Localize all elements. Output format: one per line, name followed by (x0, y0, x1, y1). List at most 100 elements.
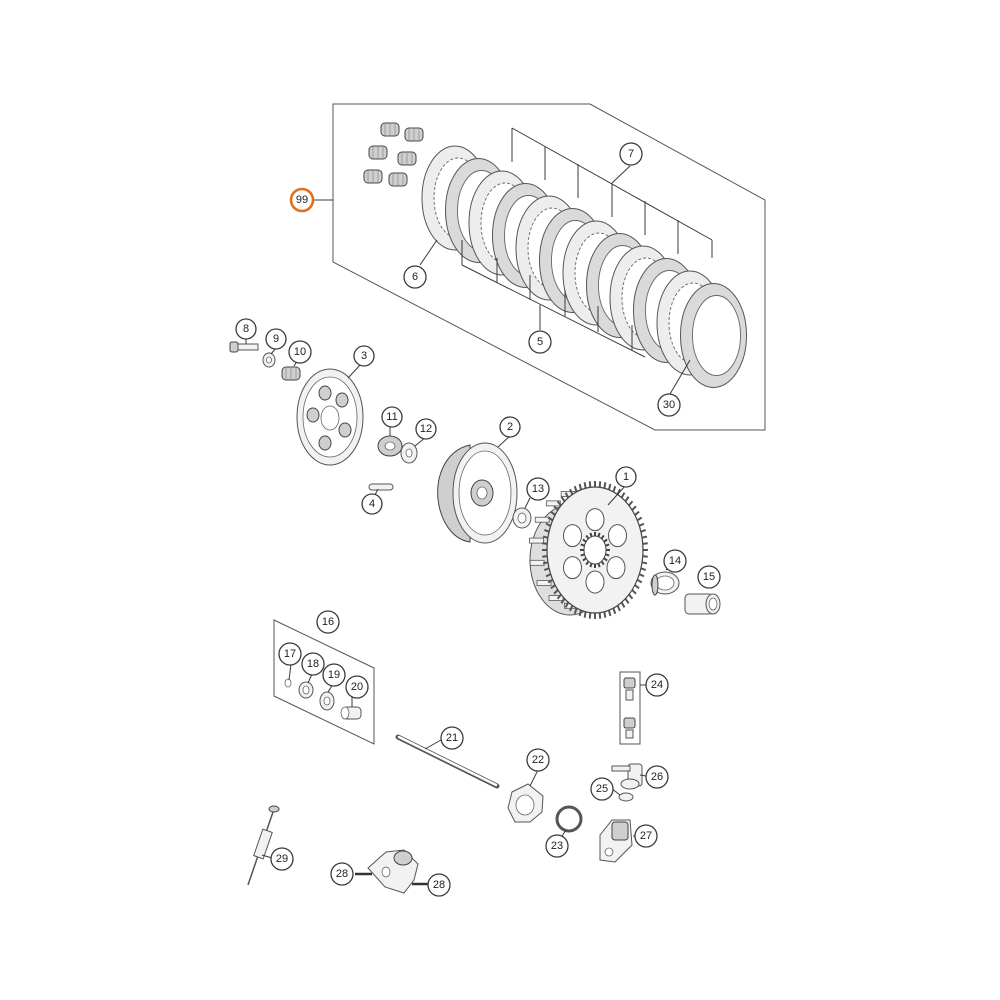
callout-11[interactable]: 11 (381, 406, 403, 428)
gear-hole (563, 524, 582, 548)
callout-7[interactable]: 7 (619, 142, 643, 166)
gear-tooth (612, 485, 617, 493)
gear-tooth (573, 485, 578, 493)
gear-hole (606, 556, 626, 580)
clutch-springs (363, 122, 424, 187)
gear-tooth (642, 555, 648, 558)
gear-tooth (545, 573, 552, 578)
bearing-11 (377, 435, 403, 457)
callout-12[interactable]: 12 (415, 418, 437, 440)
callout-14[interactable]: 14 (663, 549, 687, 573)
gear-tooth (553, 589, 559, 595)
svg-text:12: 12 (420, 423, 432, 435)
callout-5[interactable]: 5 (528, 330, 552, 354)
callout-30[interactable]: 30 (657, 393, 681, 417)
bleeder-kit-24 (619, 671, 641, 745)
svg-text:30: 30 (663, 399, 675, 411)
seal-kit-group (273, 619, 375, 745)
gear-tooth (616, 605, 621, 612)
gear-tooth (569, 488, 574, 495)
callout-1[interactable]: 1 (615, 466, 637, 488)
gear-tooth (542, 555, 548, 558)
callout-26[interactable]: 26 (645, 765, 669, 789)
callout-6[interactable]: 6 (403, 265, 427, 289)
svg-text:99: 99 (296, 194, 308, 206)
svg-text:5: 5 (537, 336, 543, 348)
callout-19[interactable]: 19 (322, 663, 346, 687)
callout-22[interactable]: 22 (526, 748, 550, 772)
gear-hole (585, 570, 605, 594)
gear-hole (563, 556, 582, 580)
callout-3[interactable]: 3 (353, 345, 375, 367)
callout-28-right[interactable]: 28 (427, 873, 451, 897)
gear-tooth (631, 589, 637, 595)
inner-hub-2 (437, 442, 518, 544)
svg-text:29: 29 (276, 853, 288, 865)
callout-28-left[interactable]: 28 (330, 862, 354, 886)
gear-tooth (634, 510, 640, 516)
basket-finger (534, 516, 550, 523)
callout-9[interactable]: 9 (265, 328, 287, 350)
gear-tooth (612, 607, 617, 615)
gear-tooth (578, 610, 583, 617)
clutch-disc-stack (421, 145, 747, 388)
gear-tooth (624, 496, 630, 502)
pressure-plate-3 (296, 368, 364, 466)
callout-8[interactable]: 8 (235, 318, 257, 340)
callout-27[interactable]: 27 (634, 824, 658, 848)
svg-text:8: 8 (243, 323, 249, 335)
gasket-22 (507, 783, 544, 823)
callout-24[interactable]: 24 (645, 673, 669, 697)
gear-tooth (628, 593, 634, 600)
gear-tooth (547, 578, 554, 584)
gear-tooth (556, 593, 562, 600)
callout-10[interactable]: 10 (288, 340, 312, 364)
callout-15[interactable]: 15 (697, 565, 721, 589)
svg-text:6: 6 (412, 271, 418, 283)
gear-tooth (550, 510, 556, 516)
svg-text:18: 18 (307, 658, 319, 670)
callout-4[interactable]: 4 (361, 493, 383, 515)
slave-cylinder-27 (599, 819, 633, 863)
callout-23[interactable]: 23 (545, 834, 569, 858)
gear-tooth (543, 529, 550, 533)
callout-25[interactable]: 25 (590, 777, 614, 801)
hub-tooth (603, 557, 608, 562)
gear-tooth (560, 598, 566, 604)
hub-tooth (585, 560, 590, 566)
svg-text:28: 28 (433, 879, 445, 891)
callout-21[interactable]: 21 (440, 726, 464, 750)
callout-20[interactable]: 20 (345, 675, 369, 699)
basket-finger (536, 580, 552, 586)
hub-tooth (585, 534, 590, 540)
callout-2[interactable]: 2 (499, 416, 521, 438)
gear-tooth (641, 535, 648, 539)
hub-tooth (600, 560, 605, 566)
callout-13[interactable]: 13 (526, 477, 550, 501)
gear-tooth (556, 500, 562, 507)
washer-13 (512, 507, 532, 529)
hub-tooth (600, 534, 605, 540)
gear-tooth (603, 611, 607, 618)
gear-tooth (569, 605, 574, 612)
gear-tooth (620, 601, 626, 608)
gear-tooth (583, 611, 587, 618)
basket-finger (529, 559, 545, 566)
callout-29[interactable]: 29 (270, 847, 294, 871)
svg-text:25: 25 (596, 783, 608, 795)
clutch-kit-outline (332, 103, 766, 431)
clutch-disc-bore (692, 295, 741, 376)
hub-tooth (605, 543, 610, 547)
svg-text:23: 23 (551, 840, 563, 852)
gear-tooth (560, 496, 566, 502)
svg-text:15: 15 (703, 571, 715, 583)
callout-17[interactable]: 17 (278, 642, 302, 666)
gear-hole (608, 524, 627, 548)
callout-99[interactable]: 99 (289, 187, 315, 213)
gear-tooth (543, 567, 550, 571)
svg-text:10: 10 (294, 346, 306, 358)
clutch-kit-group (314, 103, 766, 431)
svg-text:24: 24 (651, 679, 663, 691)
callout-16[interactable]: 16 (316, 610, 340, 634)
callout-18[interactable]: 18 (301, 652, 325, 676)
